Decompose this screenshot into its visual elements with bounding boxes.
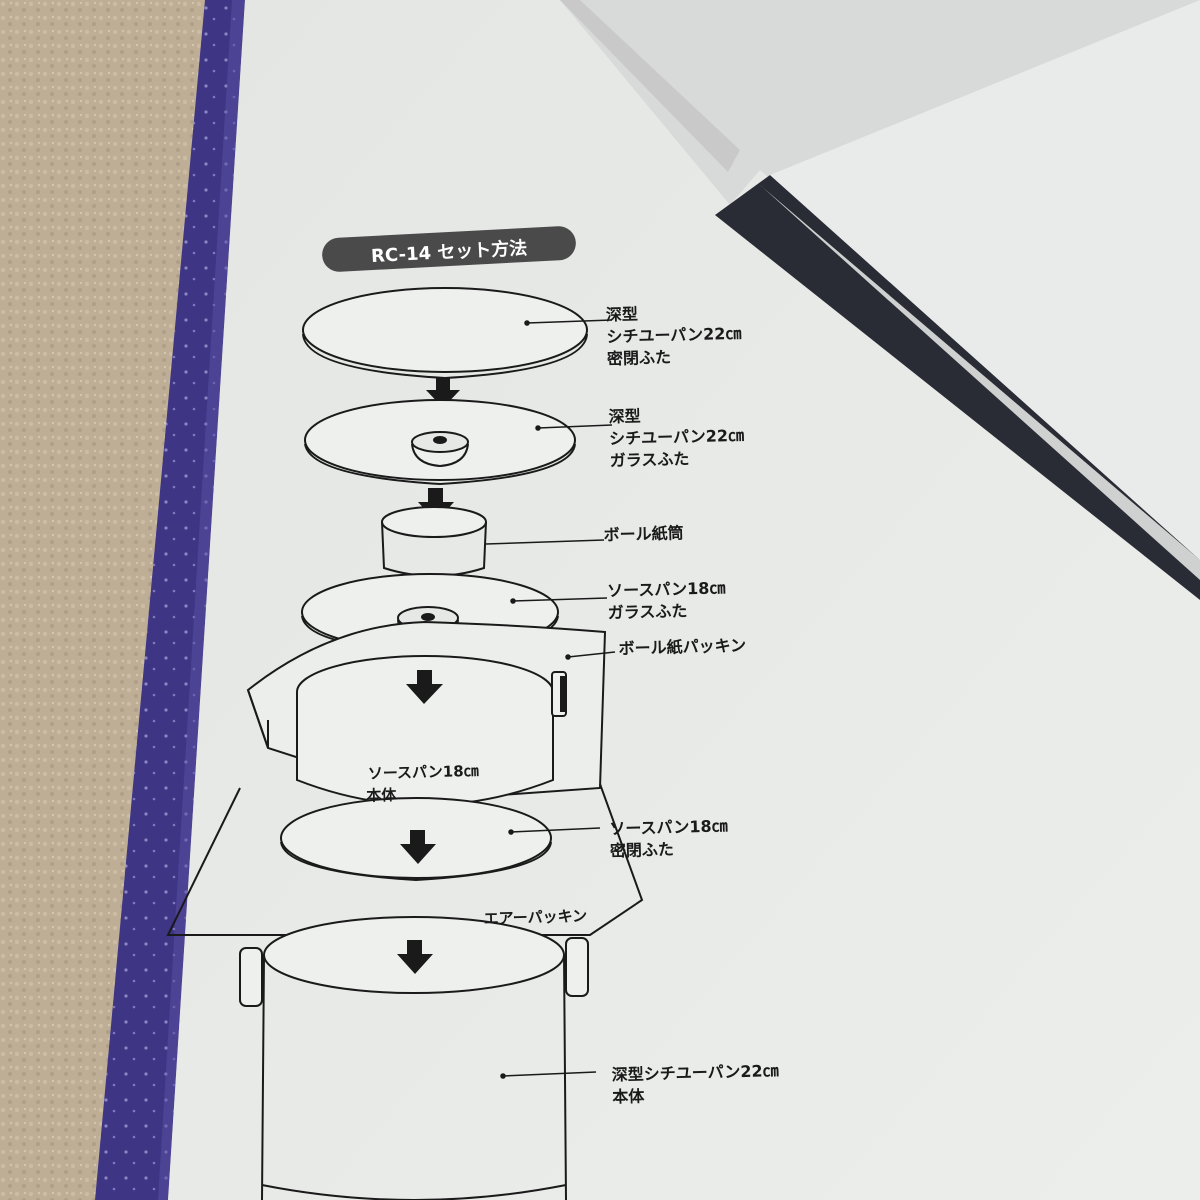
svg-text:深型: 深型	[606, 304, 639, 324]
svg-text:シチユーパン22㎝: シチユーパン22㎝	[609, 426, 744, 449]
label-air-packing: エアーパッキン	[483, 907, 587, 928]
label-cardboard-tube: ボール紙筒	[603, 523, 683, 544]
arrow-down-icon	[397, 940, 433, 974]
part-labels: 深型 シチユーパン22㎝ 密閉ふた 深型 シチユーパン22㎝ ガラスふた ボール…	[366, 304, 779, 1107]
assembly-diagram	[166, 287, 644, 1200]
svg-text:密閉ふた: 密閉ふた	[606, 348, 671, 369]
arrow-down-icon	[406, 670, 443, 704]
label-saucepan-body: ソースパン18㎝ 本体	[366, 762, 479, 805]
label-deep-stewpan-sealing-lid: 深型 シチユーパン22㎝ 密閉ふた	[606, 304, 742, 369]
label-saucepan-glass-lid: ソースパン18㎝ ガラスふた	[607, 578, 726, 622]
svg-text:ガラスふた: ガラスふた	[609, 449, 689, 470]
svg-text:本体: 本体	[366, 786, 397, 805]
label-cardboard-packing: ボール紙パッキン	[618, 636, 746, 658]
svg-text:密閉ふた: 密閉ふた	[609, 840, 674, 861]
svg-text:シチユーパン22㎝: シチユーパン22㎝	[606, 324, 741, 347]
label-saucepan-sealing-lid: ソースパン18㎝ 密閉ふた	[609, 816, 728, 861]
svg-text:ソースパン18㎝: ソースパン18㎝	[609, 816, 728, 838]
svg-text:深型シチユーパン22㎝: 深型シチユーパン22㎝	[612, 1061, 779, 1084]
box-edge	[95, 0, 245, 1200]
label-deep-stewpan-body: 深型シチユーパン22㎝ 本体	[612, 1061, 779, 1107]
svg-text:ソースパン18㎝: ソースパン18㎝	[368, 762, 479, 783]
deep-stewpan-sealing-lid	[302, 287, 588, 380]
deep-stewpan-glass-lid	[304, 399, 576, 486]
arrow-down-icon	[426, 378, 460, 408]
heading-badge	[322, 226, 576, 272]
svg-text:深型: 深型	[608, 406, 641, 426]
svg-text:本体: 本体	[612, 1087, 645, 1107]
arrow-down-icon	[400, 830, 436, 864]
label-deep-stewpan-glass-lid: 深型 シチユーパン22㎝ ガラスふた	[608, 406, 744, 470]
svg-text:ソースパン18㎝: ソースパン18㎝	[607, 578, 726, 600]
svg-text:ガラスふた: ガラスふた	[607, 601, 687, 622]
